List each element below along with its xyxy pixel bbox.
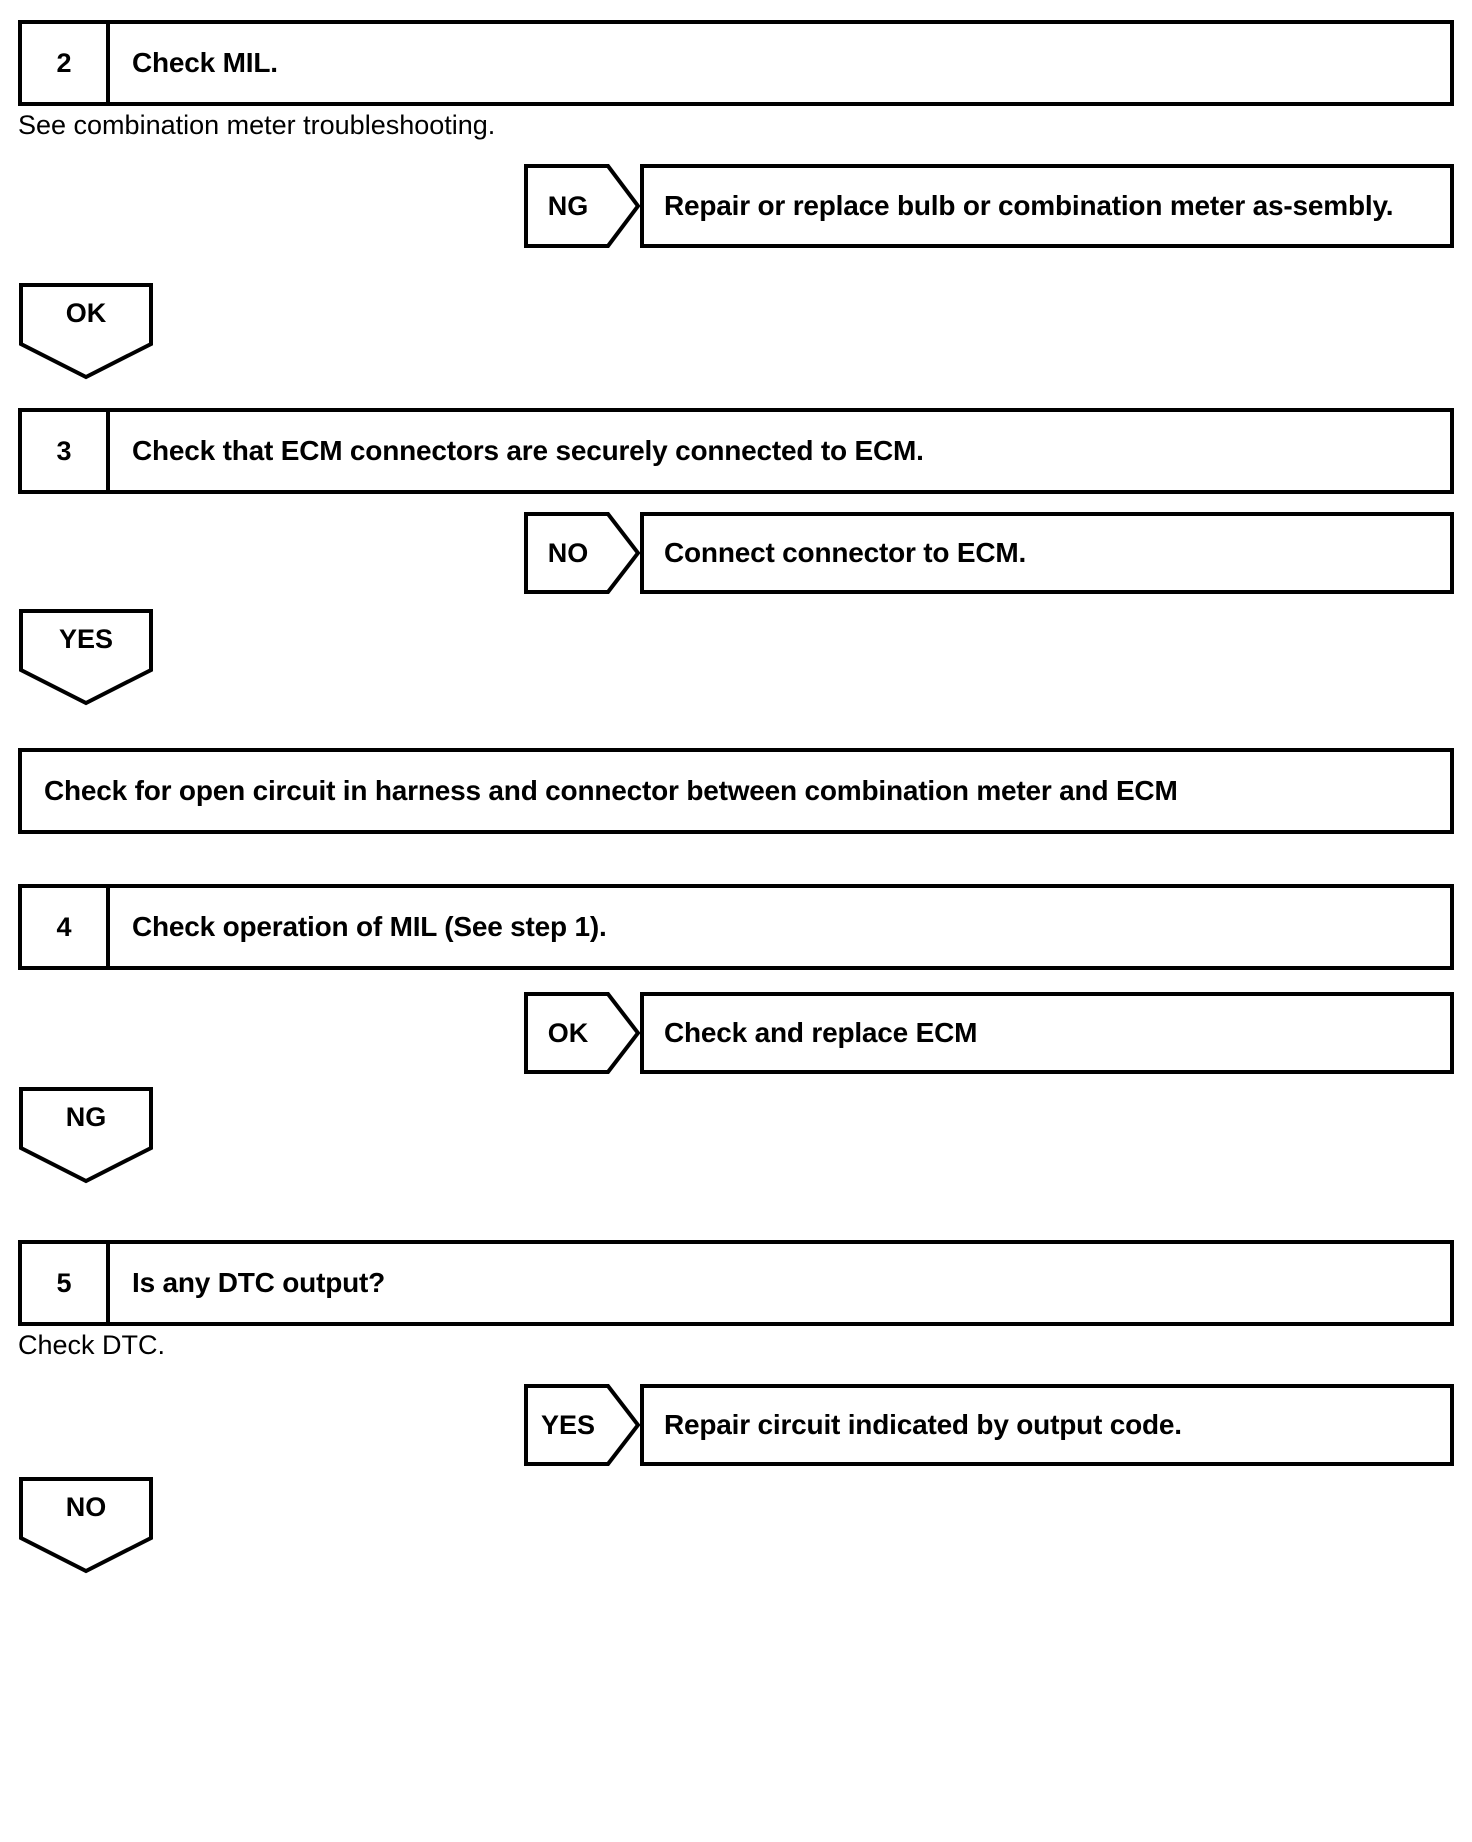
step-box-2: 2 Check MIL. [18, 20, 1454, 106]
step-number-4: 4 [22, 888, 110, 966]
step-text-3: Check that ECM connectors are securely c… [132, 435, 924, 466]
result-text-connect-connector: Connect connector to ECM. [664, 536, 1027, 568]
right-arrow-ng: NG [524, 164, 640, 248]
step-text-5: Is any DTC output? [132, 1267, 386, 1298]
result-text-replace-ecm: Check and replace ECM [664, 1016, 978, 1048]
step-number-2: 2 [22, 24, 110, 102]
result-box-replace-ecm: Check and replace ECM [640, 992, 1454, 1074]
branch-row-ng-repair-bulb: NG Repair or replace bulb or combination… [524, 164, 1454, 248]
branch-row-ok-replace-ecm: OK Check and replace ECM [524, 992, 1454, 1074]
result-box-repair-circuit: Repair circuit indicated by output code. [640, 1384, 1454, 1466]
step-number-5: 5 [22, 1244, 110, 1322]
plain-box-open-circuit-check: Check for open circuit in harness and co… [18, 748, 1454, 834]
down-arrow-no: NO [18, 1476, 154, 1574]
result-box-connect-connector: Connect connector to ECM. [640, 512, 1454, 594]
down-arrow-yes: YES [18, 608, 154, 706]
result-text-repair-bulb: Repair or replace bulb or combination me… [664, 189, 1394, 221]
right-arrow-ok: OK [524, 992, 640, 1074]
step-text-4: Check operation of MIL (See step 1). [132, 911, 607, 942]
step-box-4: 4 Check operation of MIL (See step 1). [18, 884, 1454, 970]
branch-row-no-connect-connector: NO Connect connector to ECM. [524, 512, 1454, 594]
caption-check-dtc: Check DTC. [18, 1330, 166, 1360]
step-box-3: 3 Check that ECM connectors are securely… [18, 408, 1454, 494]
branch-row-yes-repair-circuit: YES Repair circuit indicated by output c… [524, 1384, 1454, 1466]
step-text-2: Check MIL. [132, 47, 278, 78]
caption-see-combination-meter: See combination meter troubleshooting. [18, 110, 496, 140]
right-arrow-yes: YES [524, 1384, 640, 1466]
step-box-5: 5 Is any DTC output? [18, 1240, 1454, 1326]
down-arrow-ng: NG [18, 1086, 154, 1184]
right-arrow-no: NO [524, 512, 640, 594]
step-number-3: 3 [22, 412, 110, 490]
down-arrow-ok: OK [18, 282, 154, 380]
result-box-repair-bulb: Repair or replace bulb or combination me… [640, 164, 1454, 248]
result-text-repair-circuit: Repair circuit indicated by output code. [664, 1408, 1182, 1440]
